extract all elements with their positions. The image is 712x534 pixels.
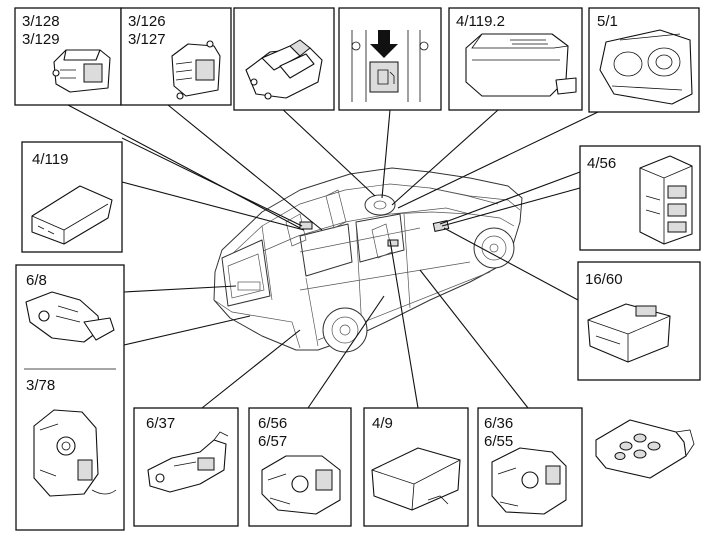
instrument-cluster-part xyxy=(599,29,693,105)
key-button-icon xyxy=(647,441,661,451)
component-box-4-119: 4/119 xyxy=(21,141,123,253)
label-4-119-2: 4/119.2 xyxy=(456,13,505,30)
control-unit-part xyxy=(465,33,577,97)
actuator-6-37-part xyxy=(147,431,229,493)
module-4-9-part xyxy=(371,447,461,511)
fuel-pump-icon xyxy=(369,61,399,93)
label-3-129: 3/129 xyxy=(22,31,60,48)
component-box-4-56: 4/56 xyxy=(579,145,701,251)
component-box-16-60: 16/60 xyxy=(577,261,701,381)
label-4-9: 4/9 xyxy=(372,415,393,432)
label-5-1: 5/1 xyxy=(597,13,618,30)
sensor-module-part xyxy=(171,40,221,100)
remote-key-fob xyxy=(595,419,695,479)
module-4-56-part xyxy=(639,155,693,245)
component-box-6-8: 6/8 3/78 xyxy=(15,264,125,531)
component-box-4-119-2: 4/119.2 xyxy=(448,7,583,111)
lock-6-56-part xyxy=(261,455,341,515)
label-6-57: 6/57 xyxy=(258,433,287,450)
lock-6-8-part xyxy=(25,291,115,343)
label-4-119: 4/119 xyxy=(32,151,68,168)
switch-panel-part xyxy=(245,39,323,100)
key-button-icon xyxy=(619,441,633,451)
label-4-56: 4/56 xyxy=(587,155,616,172)
lock-6-36-part xyxy=(491,447,567,515)
component-box-4-9: 4/9 xyxy=(363,407,469,527)
module-4-119-part xyxy=(31,185,113,245)
leader-lines xyxy=(67,104,599,409)
component-box-switch xyxy=(233,7,335,111)
label-16-60: 16/60 xyxy=(585,271,623,288)
label-6-36: 6/36 xyxy=(484,415,513,432)
label-3-78: 3/78 xyxy=(26,377,55,394)
component-box-6-56: 6/56 6/57 xyxy=(248,407,352,527)
label-3-127: 3/127 xyxy=(128,31,166,48)
key-button-icon xyxy=(633,433,647,443)
label-3-128: 3/128 xyxy=(22,13,60,30)
component-box-6-36: 6/36 6/55 xyxy=(477,407,583,527)
module-16-60-part xyxy=(587,303,671,363)
component-box-3-128: 3/128 3/129 xyxy=(14,7,122,106)
component-box-6-37: 6/37 xyxy=(133,407,239,527)
arrow-down-icon xyxy=(370,30,398,58)
component-box-5-1: 5/1 xyxy=(588,7,700,113)
car-illustration xyxy=(213,167,523,353)
component-box-fuel-button xyxy=(338,7,442,111)
label-6-8: 6/8 xyxy=(26,272,47,289)
label-6-55: 6/55 xyxy=(484,433,513,450)
label-6-56: 6/56 xyxy=(258,415,287,432)
label-3-126: 3/126 xyxy=(128,13,166,30)
component-box-3-126: 3/126 3/127 xyxy=(120,7,232,106)
key-button-icon xyxy=(633,449,647,459)
key-button-icon xyxy=(614,452,626,460)
lock-3-78-part xyxy=(33,409,117,497)
label-6-37: 6/37 xyxy=(146,415,175,432)
camera-module-part xyxy=(52,49,111,93)
